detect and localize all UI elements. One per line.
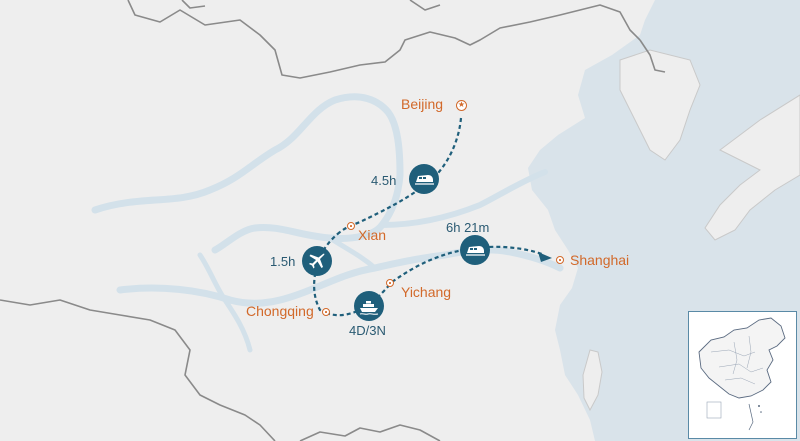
train-badge-yichang-shanghai — [460, 235, 490, 265]
yangtze-river — [116, 246, 564, 307]
south-border — [299, 424, 441, 441]
china-overview-icon — [698, 317, 786, 431]
shanghai-city-icon — [556, 256, 564, 264]
duration-yichang-shanghai: 6h 21m — [446, 220, 490, 235]
yangtze-tributary — [197, 252, 253, 353]
southwest-border — [0, 299, 276, 441]
duration-xian-chongqing: 1.5h — [270, 254, 296, 269]
chongqing-city-icon — [322, 308, 330, 316]
yellow-river — [91, 93, 404, 254]
duration-chongqing-yichang: 4D/3N — [349, 323, 386, 338]
train-icon — [466, 246, 485, 256]
train-badge-beijing-xian — [409, 164, 439, 194]
route-arrowhead — [538, 252, 552, 262]
han-river — [327, 235, 378, 271]
inset-overview-map — [688, 311, 797, 439]
city-label-chongqing: Chongqing — [246, 303, 314, 319]
airplane-badge-xian-chongqing — [302, 246, 332, 276]
xian-city-icon — [347, 222, 355, 230]
duration-beijing-xian: 4.5h — [371, 173, 397, 188]
city-label-yichang: Yichang — [401, 284, 452, 300]
cruise-ship-icon — [359, 301, 379, 315]
korea-land — [619, 49, 701, 161]
border-top-left — [181, 0, 206, 9]
northern-border — [127, 0, 641, 79]
yichang-city-icon — [386, 279, 394, 287]
ship-badge-chongqing-yichang — [354, 291, 384, 321]
route-beijing-xian — [339, 117, 463, 233]
taiwan-island — [582, 349, 603, 412]
airplane-icon — [309, 253, 325, 269]
city-label-shanghai: Shanghai — [570, 252, 630, 268]
japan-land — [704, 94, 800, 241]
yellow-river-east — [379, 169, 548, 228]
northeast-border — [639, 39, 666, 73]
star-icon: ★ — [456, 100, 467, 111]
border-top-mid — [409, 0, 441, 11]
city-label-beijing: Beijing — [401, 96, 444, 112]
city-label-xian: Xian — [358, 227, 387, 243]
train-icon — [415, 175, 434, 185]
